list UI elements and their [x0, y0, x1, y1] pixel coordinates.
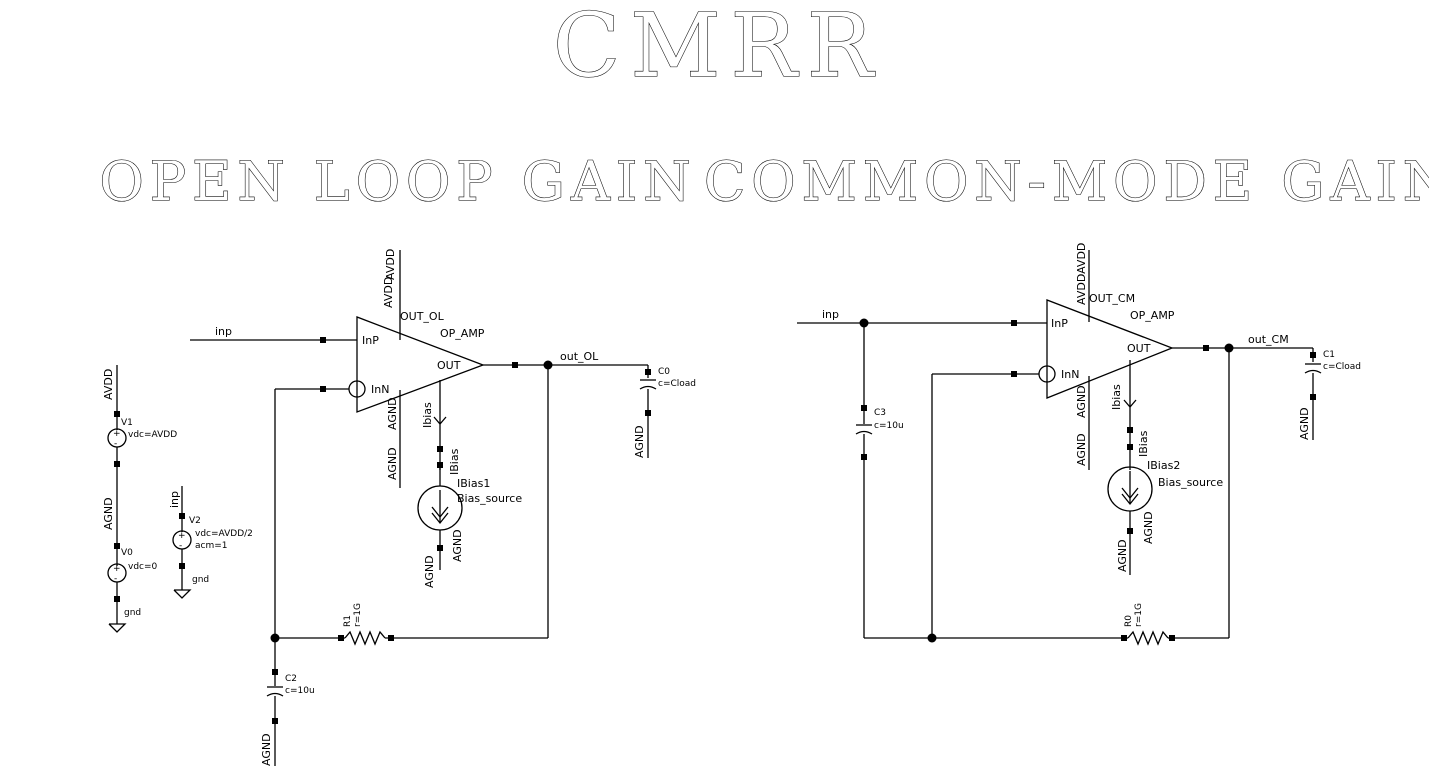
c2-agnd-label: AGND	[260, 733, 273, 766]
ibias-src-pin-label: IBias	[1137, 430, 1150, 457]
ground-icon	[108, 623, 127, 633]
gnd-label-2: gnd	[192, 575, 209, 585]
c0-name-label: C0	[658, 367, 670, 377]
voltage-source-v2[interactable]: + -	[172, 530, 192, 551]
svg-text:+: +	[113, 564, 121, 574]
resistor-r1[interactable]	[344, 630, 386, 646]
c1-name-label: C1	[1323, 350, 1335, 360]
common-mode-heading: COMMON-MODE GAIN	[704, 150, 1429, 213]
svg-text:-: -	[114, 439, 117, 449]
supply-sources: AVDD + - V1 vdc=AVDD AGND + - V0 vdc=0 g…	[102, 365, 253, 633]
bias-source-1-cell-label: Bias_source	[457, 492, 522, 505]
svg-text:-: -	[179, 541, 182, 551]
inp-pin-label: InP	[362, 334, 379, 347]
ibias2-inst-label: IBias2	[1147, 459, 1180, 472]
bias2-agnd-label-2: AGND	[1142, 511, 1155, 544]
inp-net-label: inp	[822, 308, 839, 321]
agnd-pin-label-2: AGND	[1075, 433, 1088, 466]
open-loop-circuit: inp InP InN OUT out_OL OUT_OL OP_AMP AVD…	[190, 249, 696, 766]
c2-name-label: C2	[285, 674, 297, 684]
v0-name-label: V0	[121, 548, 133, 558]
out-cm-pin-label: OUT_CM	[1089, 292, 1135, 305]
bias-source-2-cell-label: Bias_source	[1158, 476, 1223, 489]
agnd-pin-label-1: AGND	[1075, 385, 1088, 418]
inp-pin-label: InP	[1051, 317, 1068, 330]
svg-text:-: -	[114, 574, 117, 584]
resistor-r0[interactable]	[1127, 630, 1169, 646]
page-title: CMRR	[553, 0, 883, 97]
agnd-pin-label-1: AGND	[386, 397, 399, 430]
common-mode-circuit: inp InP InN OUT out_CM OUT_CM OP_AMP AVD…	[797, 243, 1361, 646]
r1-value-label: r=1G	[353, 603, 363, 627]
c3-name-label: C3	[874, 408, 886, 418]
c0-agnd-label: AGND	[633, 425, 646, 458]
agnd-pin-label-2: AGND	[386, 447, 399, 480]
opamp-cell-label: OP_AMP	[1130, 309, 1175, 322]
ibias-pin-label: Ibias	[421, 402, 434, 428]
c2-value-label: c=10u	[285, 686, 315, 696]
voltage-source-v1[interactable]: + -	[107, 428, 127, 449]
out-pin-label: OUT	[1127, 342, 1151, 355]
ibias1-inst-label: IBias1	[457, 477, 490, 490]
v2-name-label: V2	[189, 516, 201, 526]
avdd-pins-label: AVDDAVDD	[1075, 243, 1088, 305]
out-pin-label: OUT	[437, 359, 461, 372]
inp-net-label: inp	[215, 325, 232, 338]
avdd-source-label: AVDD	[102, 369, 115, 400]
svg-text:+: +	[113, 429, 121, 439]
v2-value-label-2: acm=1	[195, 541, 228, 551]
bias2-agnd-label-1: AGND	[1116, 539, 1129, 572]
ground-icon	[173, 589, 192, 599]
bias-source-1[interactable]	[417, 485, 463, 531]
c0-value-label: c=Cload	[658, 379, 696, 389]
inp-source-label: inp	[168, 491, 181, 508]
c3-value-label: c=10u	[874, 421, 904, 431]
c1-value-label: c=Cload	[1323, 362, 1361, 372]
r1-name-label: R1	[343, 615, 353, 627]
v2-value-label-1: vdc=AVDD/2	[195, 529, 253, 539]
avdd-pin-label-2: AVDD	[384, 249, 397, 280]
bias-source-2[interactable]	[1107, 466, 1153, 512]
out-ol-net-label: out_OL	[560, 350, 599, 363]
r0-value-label: r=1G	[1134, 603, 1144, 627]
svg-text:+: +	[178, 531, 186, 541]
r0-name-label: R0	[1124, 615, 1134, 627]
agnd-source-label: AGND	[102, 497, 115, 530]
ibias-pin-label: Ibias	[1110, 384, 1123, 410]
bias1-agnd-label-2: AGND	[451, 529, 464, 562]
out-cm-net-label: out_CM	[1248, 333, 1289, 346]
opamp-cell-label: OP_AMP	[440, 327, 485, 340]
out-ol-pin-label: OUT_OL	[400, 310, 445, 323]
v1-name-label: V1	[121, 418, 133, 428]
inn-pin-label: InN	[1061, 368, 1079, 381]
open-loop-heading: OPEN LOOP GAIN	[99, 150, 696, 213]
v1-value-label: vdc=AVDD	[128, 430, 177, 440]
ibias-src-pin-label: IBias	[448, 448, 461, 475]
v0-value-label: vdc=0	[128, 562, 158, 572]
inn-pin-label: InN	[371, 383, 389, 396]
c1-agnd-label: AGND	[1298, 407, 1311, 440]
voltage-source-v0[interactable]: + -	[107, 563, 127, 584]
gnd-label-1: gnd	[124, 608, 141, 618]
bias1-agnd-label-1: AGND	[423, 555, 436, 588]
avdd-pin-label-1: AVDD	[382, 277, 395, 308]
